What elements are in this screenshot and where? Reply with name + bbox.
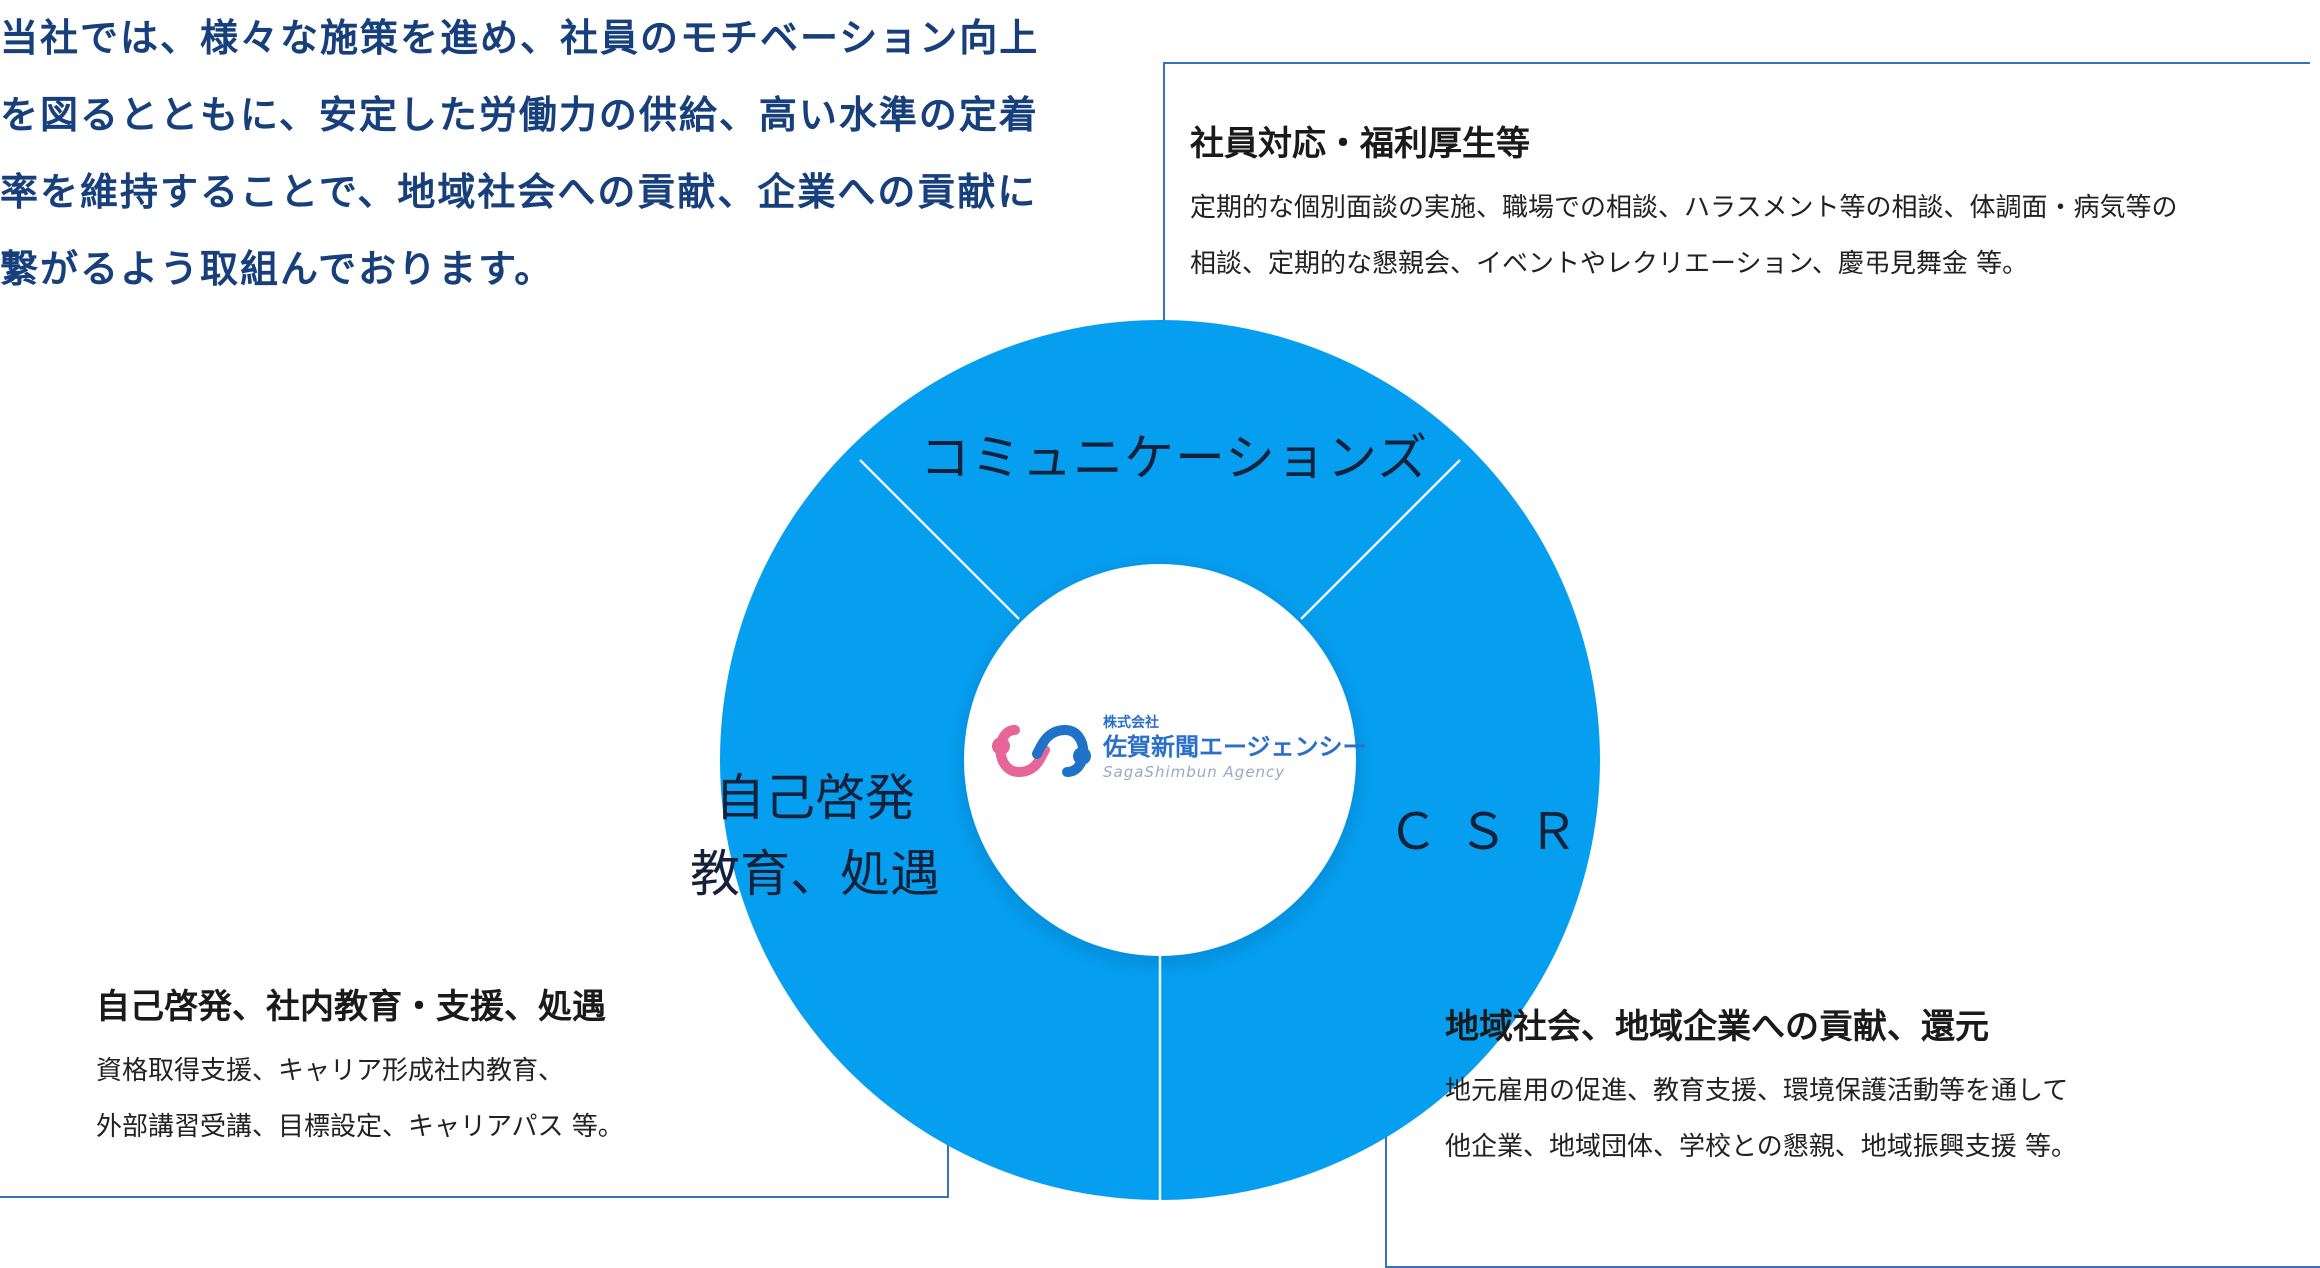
segment-label-self-line: 教育、処遇 [690, 845, 940, 903]
intro-line: を図るとともに、安定した労働力の供給、高い水準の定着 [0, 93, 1039, 137]
logo-company-name-en: SagaShimbun Agency [1103, 763, 1286, 781]
intro-line: 当社では、様々な施策を進め、社員のモチベーション向上 [0, 16, 1040, 60]
segment-label-self-line: 自己啓発 [715, 769, 915, 827]
ring-diagram [720, 320, 1600, 1200]
segment-label-communications: コミュニケーションズ [920, 429, 1428, 487]
logo-mark-icon [992, 724, 1091, 778]
intro-line: 率を維持することで、地域社会への貢献、企業への貢献に [0, 170, 1038, 214]
info-box-line: 定期的な個別面談の実施、職場での相談、ハラスメント等の相談、体調面・病気等の [1190, 193, 2178, 223]
info-box-title: 自己啓発、社内教育・支援、処遇 [96, 987, 606, 1027]
logo-text: 株式会社 佐賀新聞エージェンシー SagaShimbun Agency [1103, 714, 1367, 782]
info-box-title: 社員対応・福利厚生等 [1190, 124, 1530, 164]
segment-label-csr: ＣＳＲ [1388, 803, 1598, 861]
info-box-line: 資格取得支援、キャリア形成社内教育、 [96, 1056, 565, 1086]
info-box-line: 地元雇用の促進、教育支援、環境保護活動等を通して [1445, 1076, 2069, 1106]
segment-label-self: 自己啓発 教育、処遇 [690, 760, 940, 912]
logo-company-name: 佐賀新聞エージェンシー [1103, 733, 1367, 761]
info-box-self: 自己啓発、社内教育・支援、処遇 資格取得支援、キャリア形成社内教育、 外部講習受… [96, 985, 624, 1155]
logo-company-type: 株式会社 [1103, 715, 1159, 731]
intro-line: 繋がるよう取組んでおります。 [0, 247, 555, 291]
info-box-line: 外部講習受講、目標設定、キャリアパス 等。 [96, 1112, 624, 1142]
info-box-csr: 地域社会、地域企業への貢献、還元 地元雇用の促進、教育支援、環境保護活動等を通し… [1445, 1005, 2077, 1175]
info-box-line: 相談、定期的な懇親会、イベントやレクリエーション、慶弔見舞金 等。 [1190, 249, 2029, 279]
ring-center [964, 564, 1356, 956]
info-box-title: 地域社会、地域企業への貢献、還元 [1445, 1007, 1989, 1047]
company-logo: 株式会社 佐賀新聞エージェンシー SagaShimbun Agency [985, 710, 1367, 790]
connector-frame-employee [1163, 62, 2310, 376]
ring-divider-upper-left [859, 459, 1020, 620]
info-box-line: 他企業、地域団体、学校との懇親、地域振興支援 等。 [1445, 1132, 2078, 1162]
ring-divider-upper-right [1300, 459, 1461, 620]
info-box-employee: 社員対応・福利厚生等 定期的な個別面談の実施、職場での相談、ハラスメント等の相談… [1190, 122, 2177, 292]
intro-paragraph: 当社では、様々な施策を進め、社員のモチベーション向上 を図るとともに、安定した労… [0, 0, 1140, 308]
